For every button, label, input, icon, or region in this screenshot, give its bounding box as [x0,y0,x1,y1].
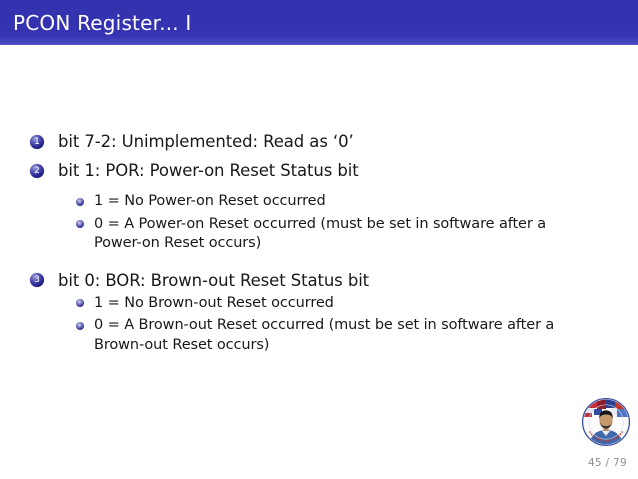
presenter-photo-badge-icon [581,397,631,447]
item-number-ball-icon: 3 [30,273,44,287]
sub-list-item: 0 = A Power-on Reset occurred (must be s… [76,215,615,254]
item-text: bit 7-2: Unimplemented: Read as ‘0’ [58,132,354,151]
list-item: 3 bit 0: BOR: Brown-out Reset Status bit… [30,270,615,364]
item-text: bit 0: BOR: Brown-out Reset Status bit [58,270,370,290]
list-item: 1 bit 7-2: Unimplemented: Read as ‘0’ [30,131,615,152]
item-number-ball-icon: 2 [30,163,44,178]
list-item: 2 bit 1: POR: Power-on Reset Status bit … [30,160,615,262]
item-content: bit 1: POR: Power-on Reset Status bit 1 … [58,160,615,262]
slide-title: PCON Register... I [13,10,192,35]
item-text: bit 1: POR: Power-on Reset Status bit [58,161,359,180]
item-number-ball-icon: 1 [30,134,44,149]
sub-item-list: 1 = No Power-on Reset occurred 0 = A Pow… [76,192,615,254]
bullet-ball-icon [76,321,84,330]
sub-item-text: 0 = A Brown-out Reset occurred (must be … [94,317,555,353]
sub-list-item: 0 = A Brown-out Reset occurred (must be … [76,316,615,355]
sub-item-text: 0 = A Power-on Reset occurred (must be s… [94,215,547,252]
sub-list-item: 1 = No Brown-out Reset occurred [76,294,615,314]
bullet-ball-icon [76,197,84,206]
sub-item-text: 1 = No Brown-out Reset occurred [94,294,334,311]
bullet-ball-icon [76,220,84,228]
item-content: bit 0: BOR: Brown-out Reset Status bit 1… [58,270,615,364]
page-number: 45 / 79 [587,457,627,469]
slide-header: PCON Register... I [0,0,638,45]
bullet-ball-icon [76,299,84,307]
sub-item-text: 1 = No Power-on Reset occurred [94,193,326,209]
item-content: bit 7-2: Unimplemented: Read as ‘0’ [58,131,615,152]
item-list: 1 bit 7-2: Unimplemented: Read as ‘0’ 2 … [30,131,615,371]
sub-item-list: 1 = No Brown-out Reset occurred 0 = A Br… [76,294,615,356]
sub-list-item: 1 = No Power-on Reset occurred [76,192,615,212]
